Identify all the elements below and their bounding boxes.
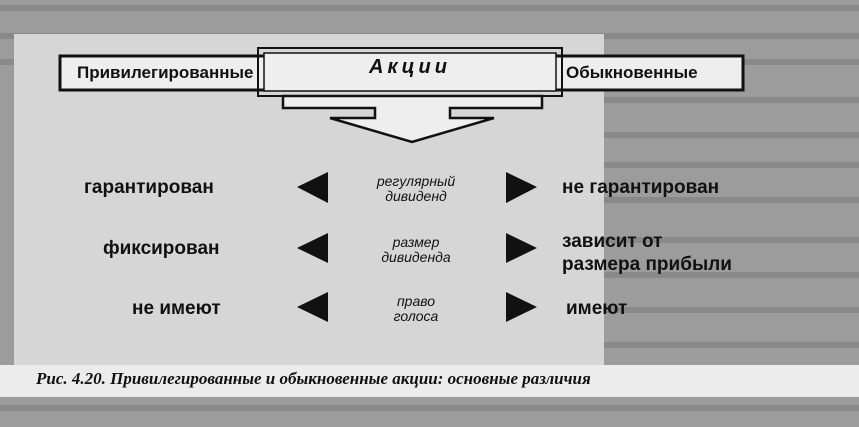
diagram-title: Акции: [369, 56, 451, 78]
left-header-label: Привилегированные: [77, 63, 254, 82]
row3-right: имеют: [566, 298, 628, 319]
row1-left: гарантирован: [84, 177, 214, 198]
row2-right: зависит от размера прибыли: [562, 231, 732, 275]
arrow-left-row3: [297, 292, 328, 322]
row1-middle: регулярный дивиденд: [376, 173, 456, 204]
arrow-left-row2: [297, 233, 328, 263]
down-arrow: [281, 94, 544, 144]
row2-middle: размер дивиденда: [381, 234, 451, 265]
figure-caption-band: Рис. 4.20. Привилегированные и обыкновен…: [0, 365, 859, 397]
arrow-right-row3: [506, 292, 537, 322]
row2-left: фиксирован: [103, 238, 220, 259]
row3-middle: право голоса: [393, 293, 439, 324]
row1-right: не гарантирован: [562, 177, 720, 198]
right-header-label: Обыкновенные: [566, 63, 698, 82]
row3-left: не имеют: [132, 298, 221, 319]
arrow-right-row2: [506, 233, 537, 263]
arrow-right-row1: [506, 172, 537, 203]
arrow-left-row1: [297, 172, 328, 203]
figure-caption: Рис. 4.20. Привилегированные и обыкновен…: [36, 369, 591, 388]
